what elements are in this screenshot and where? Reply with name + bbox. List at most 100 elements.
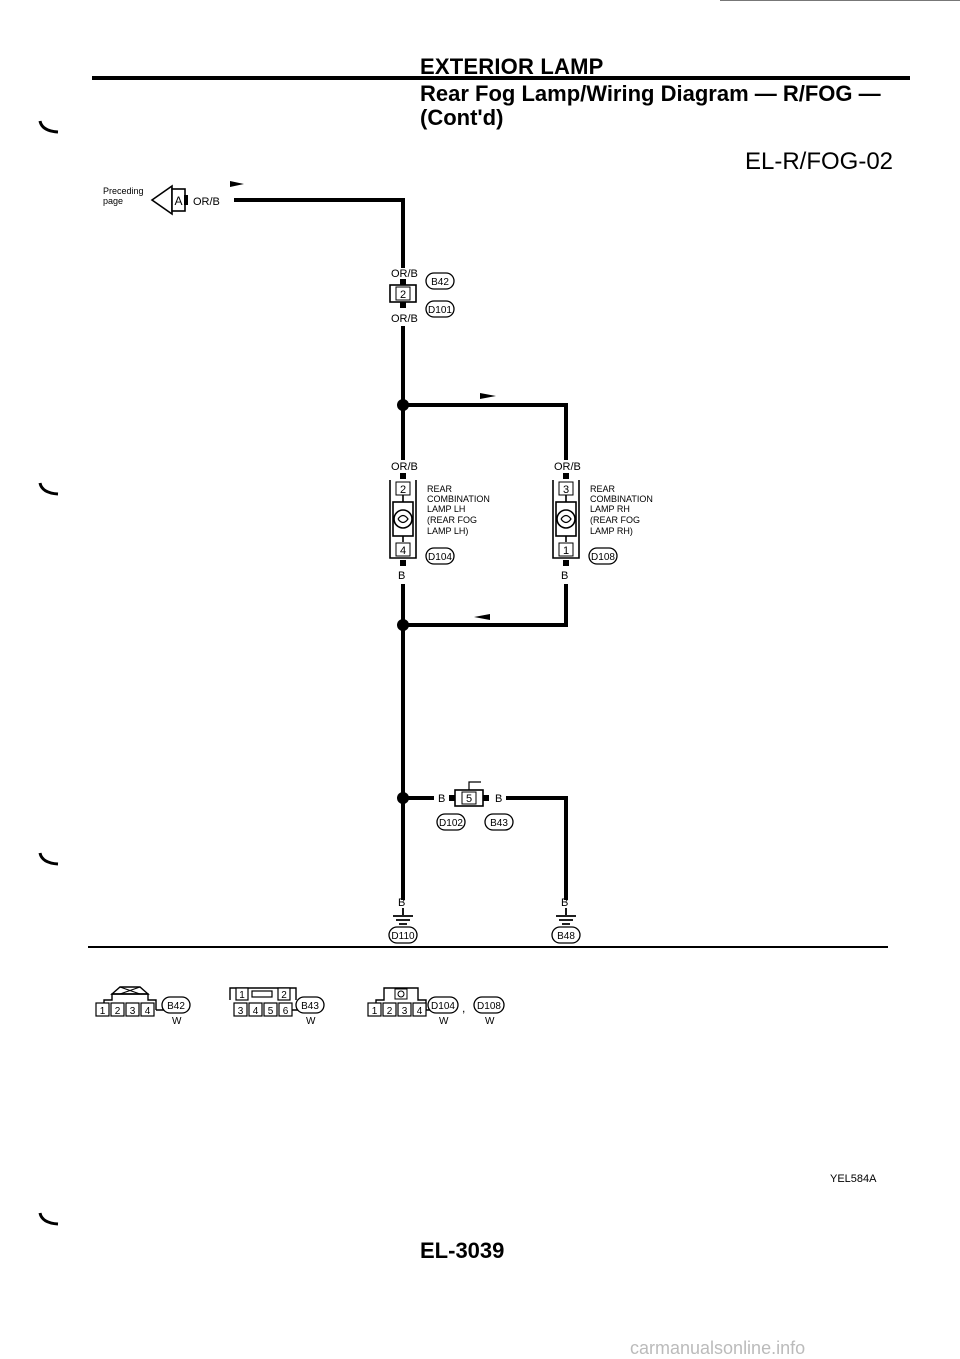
connector-b48-tag: B48 (551, 926, 581, 944)
connector-d108-tag: D108 (588, 547, 618, 565)
svg-text:2: 2 (115, 1006, 121, 1017)
arrow-icon (480, 393, 496, 399)
svg-text:4: 4 (253, 1006, 259, 1017)
svg-text:B43: B43 (301, 1001, 319, 1012)
svg-text:2: 2 (281, 990, 287, 1001)
lamp-rh-label-5: LAMP RH) (590, 526, 633, 536)
terminal-5-d102-b43: 5 (454, 781, 484, 807)
svg-text:,: , (462, 1001, 465, 1015)
svg-text:D108: D108 (477, 1001, 501, 1012)
svg-text:D102: D102 (439, 818, 463, 829)
svg-text:3: 3 (563, 484, 569, 496)
lamp-bulb-icon (556, 509, 576, 529)
connector-view-b42: 1 2 3 4 B42 W (95, 986, 191, 1027)
lamp-lh-label-3: LAMP LH (427, 504, 465, 514)
svg-text:B48: B48 (557, 931, 575, 942)
lamp-rh-label-1: REAR (590, 484, 616, 494)
preceding-wire-color: OR/B (193, 196, 220, 208)
page-title-line-1: Rear Fog Lamp/Wiring Diagram — R/FOG — (420, 81, 881, 106)
wire-label-b-b48: B (561, 897, 568, 909)
svg-text:1: 1 (563, 545, 569, 557)
connector-d101-tag: D101 (425, 300, 455, 318)
binder-tick-4 (38, 1212, 59, 1226)
section-title: EXTERIOR LAMP (420, 54, 604, 79)
preceding-connector-a: A (150, 184, 188, 216)
lamp-lh-label-1: REAR (427, 484, 453, 494)
svg-text:4: 4 (400, 545, 406, 557)
binder-tick-3 (38, 852, 59, 866)
svg-text:B42: B42 (167, 1001, 185, 1012)
svg-text:3: 3 (402, 1006, 408, 1017)
connector-b42-tag: B42 (425, 272, 455, 290)
connector-d110-tag: D110 (388, 926, 418, 944)
lamp-lh-label-2: COMBINATION (427, 494, 490, 504)
wire-label-b-b43: B (495, 793, 502, 805)
svg-text:3: 3 (130, 1006, 136, 1017)
connector-d102-tag: D102 (436, 813, 466, 831)
preceding-connector-letter: A (174, 194, 182, 208)
svg-text:D104: D104 (431, 1001, 455, 1012)
wire-label-b-lh: B (398, 570, 405, 582)
svg-text:W: W (172, 1016, 182, 1027)
preceding-label-2: page (103, 196, 123, 206)
lamp-lh-label-4: (REAR FOG (427, 515, 477, 525)
svg-text:W: W (485, 1016, 495, 1027)
wire-label-orb-2: OR/B (391, 313, 418, 325)
svg-text:D110: D110 (391, 931, 415, 942)
svg-text:W: W (306, 1016, 316, 1027)
terminal-2-b42-d101: 2 (389, 284, 417, 303)
wire-label-orb-lh: OR/B (391, 461, 418, 473)
connector-view-b43: 1 2 3 4 5 6 B43 W (229, 987, 325, 1027)
svg-text:D108: D108 (591, 552, 615, 563)
svg-text:5: 5 (466, 793, 472, 805)
svg-text:D101: D101 (428, 305, 452, 316)
lamp-rh-label-3: LAMP RH (590, 504, 630, 514)
wire-label-orb-1: OR/B (391, 268, 418, 280)
diagram-code: EL-R/FOG-02 (745, 148, 894, 175)
svg-text:5: 5 (268, 1006, 274, 1017)
lamp-bulb-icon (393, 509, 413, 529)
splice-2 (397, 619, 409, 631)
svg-text:W: W (439, 1016, 449, 1027)
svg-text:2: 2 (400, 484, 406, 496)
wire-label-b-d110: B (398, 897, 405, 909)
ground-icon (393, 908, 413, 925)
svg-text:3: 3 (238, 1006, 244, 1017)
svg-text:2: 2 (387, 1006, 393, 1017)
svg-text:D104: D104 (428, 552, 452, 563)
wire-label-orb-rh: OR/B (554, 461, 581, 473)
wire-label-b-d102: B (438, 793, 445, 805)
svg-text:6: 6 (283, 1006, 289, 1017)
rear-combination-lamp-lh: 2 4 (389, 480, 417, 559)
svg-text:B42: B42 (431, 277, 449, 288)
svg-text:2: 2 (400, 289, 406, 301)
page-number: EL-3039 (420, 1238, 505, 1263)
lamp-lh-label-5: LAMP LH) (427, 526, 468, 536)
rear-combination-lamp-rh: 3 1 (552, 480, 580, 559)
figure-id: YEL584A (830, 1173, 877, 1185)
header-rule (92, 76, 910, 80)
svg-text:1: 1 (372, 1006, 378, 1017)
preceding-label-1: Preceding (103, 186, 144, 196)
lamp-rh-label-4: (REAR FOG (590, 515, 640, 525)
svg-text:1: 1 (239, 990, 245, 1001)
page-title-line-2: (Cont'd) (420, 105, 504, 130)
wire-label-b-rh: B (561, 570, 568, 582)
arrow-icon (230, 181, 244, 187)
diagram-bottom-rule (88, 946, 888, 948)
connector-view-d104-d108: 1 2 3 4 D104 , D108 W W (367, 987, 505, 1027)
watermark: carmanualsonline.info (630, 1338, 806, 1358)
connector-d104-tag: D104 (425, 547, 455, 565)
svg-text:B43: B43 (490, 818, 508, 829)
svg-text:4: 4 (417, 1006, 423, 1017)
page-title: Rear Fog Lamp/Wiring Diagram — R/FOG — (… (420, 82, 881, 130)
binder-tick-1 (38, 120, 59, 134)
svg-text:1: 1 (100, 1006, 106, 1017)
scan-top-line (720, 0, 960, 1)
arrow-icon (474, 614, 490, 620)
connector-b43-tag: B43 (484, 813, 514, 831)
binder-tick-2 (38, 482, 59, 496)
svg-text:4: 4 (145, 1006, 151, 1017)
ground-icon (556, 908, 576, 925)
